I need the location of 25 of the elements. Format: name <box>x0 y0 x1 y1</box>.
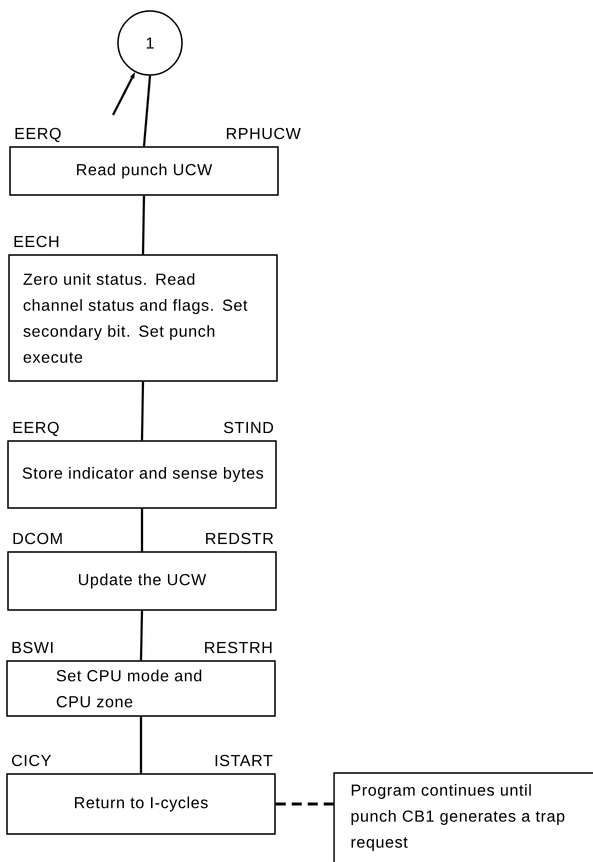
process-box: Update the UCW <box>7 551 277 611</box>
process-box: Set CPU mode and CPU zone <box>6 660 276 717</box>
connector-line <box>142 196 146 254</box>
routine-label: EERQ <box>14 422 59 436</box>
process-box: Return to I-cycles <box>6 773 276 835</box>
routine-label: EERQ <box>16 128 61 142</box>
process-box: Store indicator and sense bytes <box>7 440 277 509</box>
routine-label: DCOM <box>14 532 62 544</box>
routine-label: BSWI <box>12 642 53 654</box>
routine-label: RPHUCW <box>226 128 301 140</box>
routine-label: EECH <box>14 236 58 248</box>
routine-label: ISTART <box>216 754 272 766</box>
routine-label: STIND <box>224 422 274 434</box>
connector-line <box>140 382 144 440</box>
connector-line <box>140 716 142 774</box>
connector-line <box>140 508 144 552</box>
note-box: Program continues until punch CB1 generates a trap request <box>333 772 593 862</box>
routine-label: CICY <box>12 754 51 766</box>
routine-label: RESTRH <box>205 642 272 654</box>
routine-label: REDSTR <box>206 532 274 544</box>
connector-line <box>276 802 334 806</box>
process-box: Read punch UCW <box>9 146 279 196</box>
process-box: Zero unit status. Read channel status and flags. Set secondary bit. Set punch execute <box>8 254 278 382</box>
connector-line <box>140 610 144 660</box>
connector-line <box>142 76 152 146</box>
